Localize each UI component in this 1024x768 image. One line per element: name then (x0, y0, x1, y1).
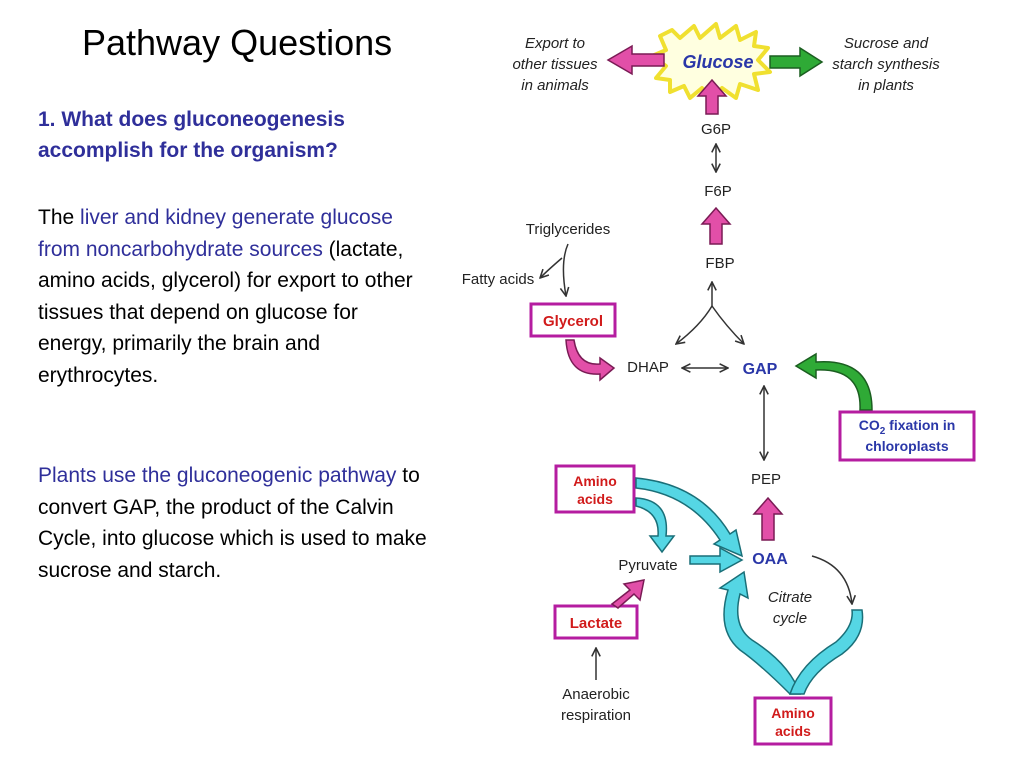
lactate-to-pyruvate-arrow (610, 579, 645, 609)
p2-rest: to convert GAP, the product of the Calvi… (38, 464, 427, 582)
amino-acids-box-2 (753, 696, 833, 746)
slide-title: Pathway Questions (82, 22, 393, 63)
amino-to-pyruvate-arrow (635, 497, 676, 554)
cycle-to-oaa-arrow (718, 570, 802, 695)
co2-fixation-label: CO2 fixation in (859, 417, 956, 437)
fbp-dhap-arrow (676, 305, 713, 344)
sucrose-text-1: Sucrose and (844, 35, 929, 52)
triglycerides-label: Triglycerides (526, 221, 610, 238)
answer-paragraph-1: The liver and kidney generate glucose fr… (38, 202, 428, 391)
cycle-return-arc (788, 609, 864, 695)
anaerobic-line2: respiration (561, 707, 631, 724)
export-arrow (606, 44, 665, 76)
oaa-to-pep-arrow (752, 496, 784, 541)
amino-1-line2: acids (577, 491, 613, 507)
co2-subscript: 2 (880, 426, 886, 437)
chloroplasts-label: chloroplasts (865, 438, 948, 454)
sucrose-text-3: in plants (858, 77, 914, 94)
export-text-3: in animals (521, 77, 589, 94)
pyruvate-label: Pyruvate (618, 557, 677, 574)
question-heading: 1. What does gluconeogenesis accomplish … (38, 108, 345, 162)
fbp-to-f6p-arrow (700, 206, 732, 245)
glycerol-label: Glycerol (543, 313, 603, 330)
dhap-label: DHAP (627, 359, 669, 376)
fatty-acids-arrow (540, 257, 563, 278)
citrate-line1: Citrate (768, 589, 812, 606)
amino-acids-box-1 (554, 464, 636, 514)
citrate-cycle-arrow (811, 555, 852, 604)
lactate-box (553, 604, 639, 640)
answer-paragraph-2: Plants use the gluconeogenic pathway to … (38, 460, 428, 586)
fixation-text: fixation in (885, 417, 955, 433)
sucrose-text-2: starch synthesis (832, 56, 940, 73)
fbp-gap-arrow (711, 305, 744, 344)
f6p-label: F6P (704, 183, 732, 200)
co2-text: CO (859, 417, 880, 433)
glycerol-to-dhap-arrow (565, 339, 616, 382)
g6p-label: G6P (701, 121, 731, 138)
p1-lead: The (38, 206, 81, 229)
triglycerides-arrow (563, 243, 568, 296)
sucrose-arrow (769, 46, 824, 78)
pep-label: PEP (751, 471, 781, 488)
gap-label: GAP (743, 361, 778, 378)
export-text-2: other tissues (512, 56, 598, 73)
amino-2-line1: Amino (771, 705, 815, 721)
p1-rest: (lactate, amino acids, glycerol) for exp… (38, 237, 413, 387)
export-text-1: Export to (525, 35, 585, 52)
amino-to-oaa-arrow (635, 477, 744, 558)
amino-1-line1: Amino (573, 473, 617, 489)
glucose-label: Glucose (682, 52, 753, 72)
citrate-line2: cycle (773, 610, 807, 627)
co2-to-gap-arrow (794, 352, 873, 411)
co2-fixation-box (838, 410, 976, 462)
fatty-acids-label: Fatty acids (462, 271, 535, 288)
fbp-label: FBP (705, 255, 734, 272)
p2-highlight: Plants use the gluconeogenic pathway (38, 464, 397, 487)
glycerol-box (529, 302, 617, 338)
p1-highlight: liver and kidney generate glucose from n… (38, 206, 393, 261)
pyruvate-to-oaa-arrow (689, 546, 744, 574)
lactate-label: Lactate (570, 615, 623, 632)
amino-2-line2: acids (775, 723, 811, 739)
oaa-label: OAA (752, 551, 788, 568)
anaerobic-line1: Anaerobic (562, 686, 630, 703)
g6p-to-glucose-arrow (696, 78, 728, 115)
glucose-starburst (650, 22, 772, 102)
